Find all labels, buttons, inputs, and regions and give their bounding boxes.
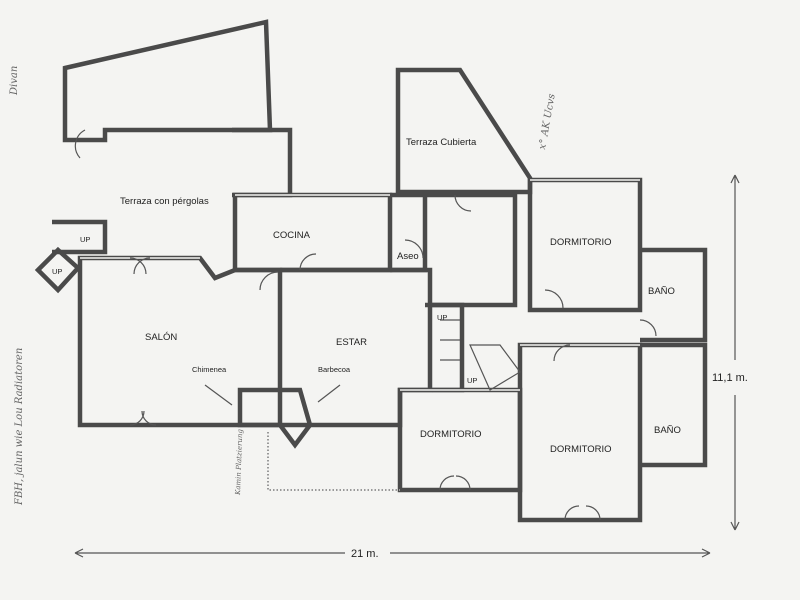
stair-label-up: UP bbox=[80, 235, 90, 244]
salon-walls bbox=[77, 255, 283, 428]
dimension-lines bbox=[74, 174, 740, 558]
room-label-estar: ESTAR bbox=[336, 337, 367, 348]
stairs-landing bbox=[34, 246, 82, 294]
stair-steps bbox=[440, 319, 521, 391]
handwritten-top-left-note: Divan bbox=[9, 66, 20, 96]
room-label-aseo: Aseo bbox=[397, 251, 419, 262]
fireplace-walls bbox=[237, 387, 313, 449]
dimension-height-label: 11,1 m. bbox=[712, 372, 748, 384]
room-label-dormitorio-1: DORMITORIO bbox=[550, 237, 612, 248]
height-dimension-line bbox=[730, 174, 740, 531]
corridor-wall bbox=[232, 127, 293, 198]
hall-walls bbox=[425, 192, 518, 308]
pointer-arrows bbox=[204, 384, 341, 406]
room-label-dormitorio-3: DORMITORIO bbox=[550, 444, 612, 455]
room-label-terraza-cubierta: Terraza Cubierta bbox=[406, 137, 477, 148]
handwritten-left-note: FBH, jalun wie Lou Radiatoren bbox=[14, 348, 25, 506]
label-chimenea: Chimenea bbox=[192, 365, 227, 374]
stair-label-up: UP bbox=[52, 267, 62, 276]
bathroom-1-walls bbox=[640, 247, 708, 343]
door-swings bbox=[74, 129, 657, 521]
room-label-terraza-pergolas: Terraza con pérgolas bbox=[120, 196, 209, 207]
stair-label-up: UP bbox=[437, 313, 447, 322]
room-label-bano-1: BAÑO bbox=[648, 286, 675, 297]
covered-terrace-walls bbox=[395, 67, 533, 195]
room-label-salon: SALÓN bbox=[145, 332, 177, 343]
bedroom-3-walls bbox=[517, 342, 643, 523]
handwritten-right-note: x° AK Ucvs bbox=[537, 93, 558, 151]
stairs-outer bbox=[52, 219, 108, 255]
handwritten-bottom-note: Kamin Platzierung bbox=[234, 428, 244, 496]
kitchen-walls bbox=[232, 192, 393, 273]
label-barbacoa: Barbecoa bbox=[318, 365, 351, 374]
bathroom-2-walls bbox=[640, 342, 708, 468]
stair-label-up: UP bbox=[467, 376, 477, 385]
width-dimension-line bbox=[74, 548, 711, 558]
walls bbox=[34, 19, 708, 523]
room-label-bano-2: BAÑO bbox=[654, 425, 681, 436]
upper-terrace-structure bbox=[62, 19, 273, 143]
bedroom-2-walls bbox=[397, 387, 523, 493]
outdoor-path bbox=[267, 432, 400, 491]
room-label-cocina: COCINA bbox=[273, 230, 311, 241]
room-label-dormitorio-2: DORMITORIO bbox=[420, 429, 482, 440]
dimension-width-label: 21 m. bbox=[351, 548, 379, 560]
